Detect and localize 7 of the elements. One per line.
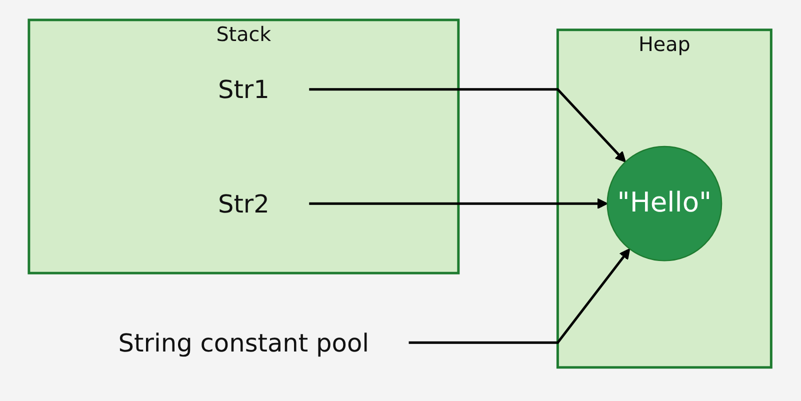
arrow (310, 88, 626, 162)
variable-label: String constant pool (118, 328, 370, 358)
variable-label: Str1 (218, 74, 270, 104)
arrow (310, 198, 608, 210)
string-object-circle: "Hello" (607, 146, 723, 262)
variable-label: Str2 (218, 188, 270, 218)
arrow (409, 248, 631, 344)
